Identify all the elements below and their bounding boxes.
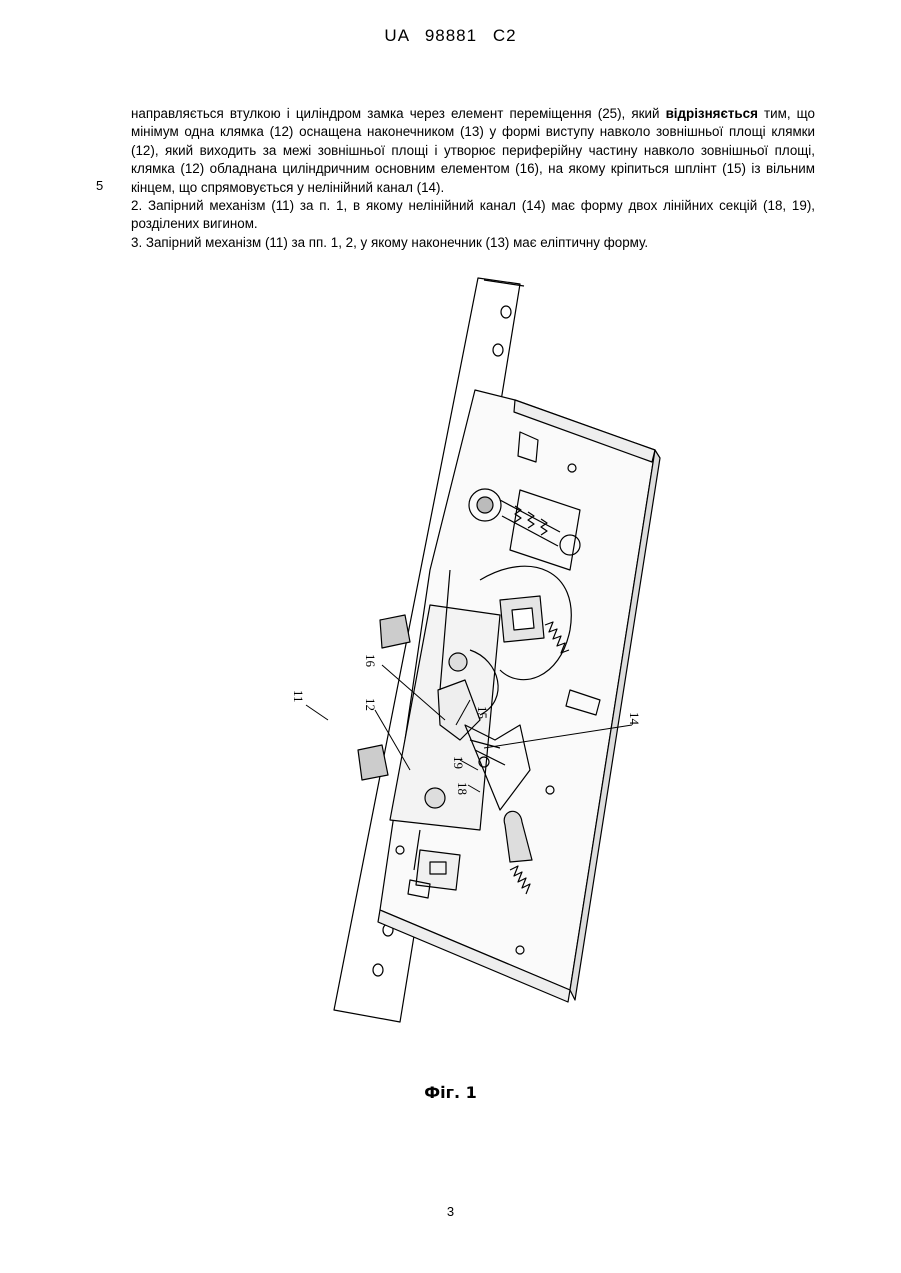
- claim-1-text-start: направляється втулкою і циліндром замка …: [131, 106, 666, 121]
- page-number: 3: [0, 1204, 901, 1219]
- claims-text: направляється втулкою і циліндром замка …: [131, 105, 815, 252]
- claim-3: 3. Запірний механізм (11) за пп. 1, 2, у…: [131, 234, 815, 252]
- claim-1-continuation: направляється втулкою і циліндром замка …: [131, 105, 815, 197]
- label-16: 16: [363, 654, 378, 668]
- label-14: 14: [627, 712, 642, 726]
- line-number: 5: [96, 178, 103, 193]
- label-11: 11: [291, 690, 306, 703]
- label-19: 19: [451, 756, 466, 769]
- label-12: 12: [363, 698, 378, 711]
- figure-caption: Фіг. 1: [0, 1083, 901, 1102]
- lock-mechanism-drawing: 11 12 16 15 14 19 18: [270, 270, 690, 1040]
- claim-2: 2. Запірний механізм (11) за п. 1, в яко…: [131, 197, 815, 234]
- patent-header: UA 98881 C2: [0, 26, 901, 46]
- claim-1-characterizing-word: відрізняється: [666, 106, 758, 121]
- label-15: 15: [475, 706, 490, 719]
- label-18: 18: [455, 782, 470, 795]
